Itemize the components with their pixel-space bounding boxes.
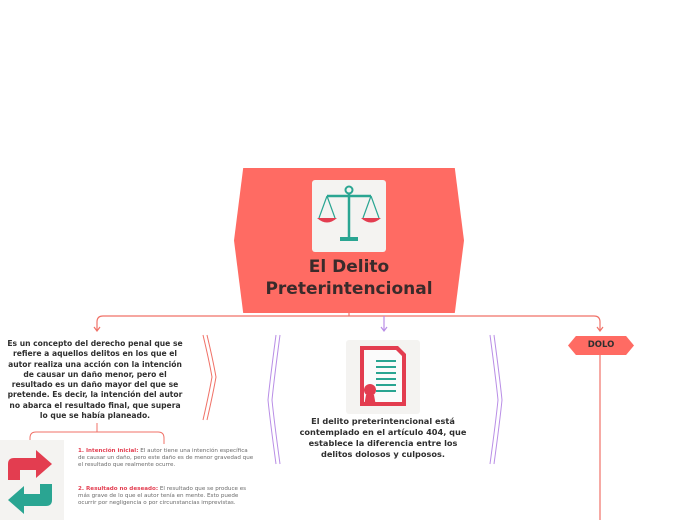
left-topic-text[interactable]: Es un concepto del derecho penal que se … <box>7 339 183 421</box>
exchange-arrows-icon <box>8 450 52 514</box>
detail-item-2: 2. Resultado no deseado: El resultado qu… <box>78 486 256 508</box>
dolo-topic[interactable]: DOLO <box>568 336 634 355</box>
scales-icon <box>317 185 381 241</box>
detail-text-2: El resultado que se produce es más grave… <box>78 486 247 507</box>
document-icon-box <box>346 340 420 414</box>
detail-label-1: 1. Intención inicial: <box>78 448 139 454</box>
detail-item-1: 1. Intención inicial: El autor tiene una… <box>78 448 256 470</box>
central-icon-box <box>312 180 386 252</box>
document-certificate-icon <box>360 346 406 406</box>
central-topic-title: El Delito Preterintencional <box>265 257 433 299</box>
detail-text-1: El autor tiene una intención específica … <box>78 448 254 469</box>
middle-topic-text[interactable]: El delito preterintencional está contemp… <box>299 416 467 459</box>
arrows-icon-box <box>0 440 64 520</box>
detail-label-2: 2. Resultado no deseado: <box>78 486 159 492</box>
